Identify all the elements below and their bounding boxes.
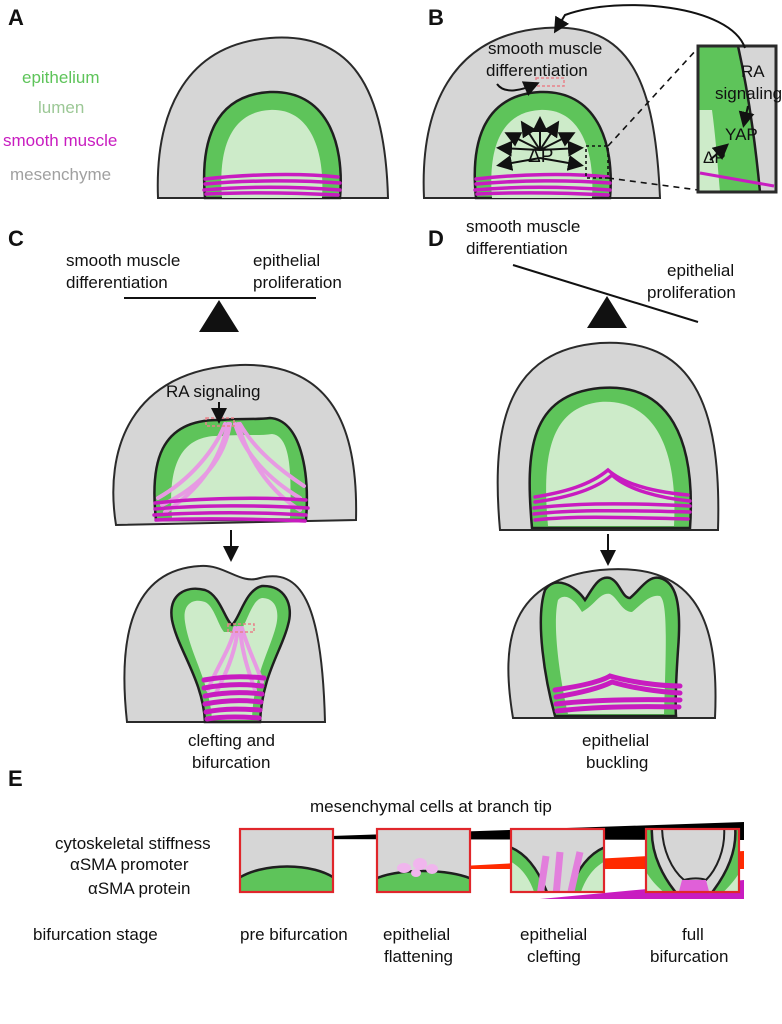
panel-b-lung-bud xyxy=(422,26,662,200)
e-title: mesenchymal cells at branch tip xyxy=(310,797,552,816)
d-right-line2: proliferation xyxy=(647,283,736,302)
b-p-to-yap-arrow xyxy=(709,143,730,161)
c-caption-line1: clefting and xyxy=(188,731,275,750)
b-zoom-line-top xyxy=(607,47,699,147)
c-caption-line2: bifurcation xyxy=(192,753,270,772)
panel-label-c: C xyxy=(8,226,24,251)
d-bud-bottom xyxy=(507,568,717,719)
e-stage-label: bifurcation stage xyxy=(33,925,158,944)
b-inset-ra: RA xyxy=(741,62,765,81)
b-smooth-muscle-line1: smooth muscle xyxy=(488,39,602,58)
e-stiffness-wedge xyxy=(244,822,744,840)
d-balance-fulcrum xyxy=(587,296,627,328)
panel-label-d: D xyxy=(428,226,444,251)
panel-label-a: A xyxy=(8,5,24,30)
stage-4-line2: bifurcation xyxy=(650,947,728,966)
stage-3-line2: clefting xyxy=(527,947,581,966)
d-left-line2: differentiation xyxy=(466,239,568,258)
stage-box-epithelial-clefting xyxy=(509,827,606,894)
c-balance-fulcrum xyxy=(199,300,239,332)
e-row-promoter: αSMA promoter xyxy=(70,855,189,874)
legend-lumen: lumen xyxy=(38,98,84,117)
c-ra-signaling: RA signaling xyxy=(166,382,261,401)
b-inset-yap: YAP xyxy=(725,125,758,144)
b-ra-to-yap-arrow xyxy=(738,105,755,128)
b-feedback-arrow xyxy=(553,4,746,49)
stage-box-epithelial-flattening xyxy=(375,827,472,894)
d-caption-line1: epithelial xyxy=(582,731,649,750)
legend-epithelium: epithelium xyxy=(22,68,100,87)
stage-2-line1: epithelial xyxy=(383,925,450,944)
stage-2-line2: flattening xyxy=(384,947,453,966)
c-bud-top xyxy=(112,363,358,527)
d-right-line1: epithelial xyxy=(667,261,734,280)
b-differentiation-arrow xyxy=(496,81,540,97)
stage-box-pre-bifurcation xyxy=(238,827,335,894)
c-bud-bottom xyxy=(123,564,327,724)
b-inset-signaling: signaling xyxy=(715,84,782,103)
c-right-line1: epithelial xyxy=(253,251,320,270)
b-smooth-muscle-line2: differentiation xyxy=(486,61,588,80)
b-delta-p: ΔP xyxy=(528,146,553,167)
stage-4-line1: full xyxy=(682,925,704,944)
d-caption-line2: buckling xyxy=(586,753,648,772)
c-left-line2: differentiation xyxy=(66,273,168,292)
d-left-line1: smooth muscle xyxy=(466,217,580,236)
b-pressure-arrows xyxy=(496,116,584,171)
c-left-line1: smooth muscle xyxy=(66,251,180,270)
d-balance-beam xyxy=(512,264,699,323)
legend-mesenchyme: mesenchyme xyxy=(10,165,111,184)
panel-label-e: E xyxy=(8,766,23,791)
c-right-line2: proliferation xyxy=(253,273,342,292)
b-zoom-line-bottom xyxy=(607,177,699,191)
b-inset-delta-p: ΔP xyxy=(703,148,726,167)
e-row-stiffness: cytoskeletal stiffness xyxy=(55,834,211,853)
stage-box-full-bifurcation xyxy=(644,827,741,894)
panel-label-b: B xyxy=(428,5,444,30)
stage-3-line1: epithelial xyxy=(520,925,587,944)
legend-smooth-muscle: smooth muscle xyxy=(3,131,117,150)
d-bud-top xyxy=(496,341,720,531)
b-zoom-region xyxy=(585,145,609,179)
e-row-protein: αSMA protein xyxy=(88,879,190,898)
panel-a-lung-bud xyxy=(156,36,390,200)
stage-1-line1: pre bifurcation xyxy=(240,925,348,944)
